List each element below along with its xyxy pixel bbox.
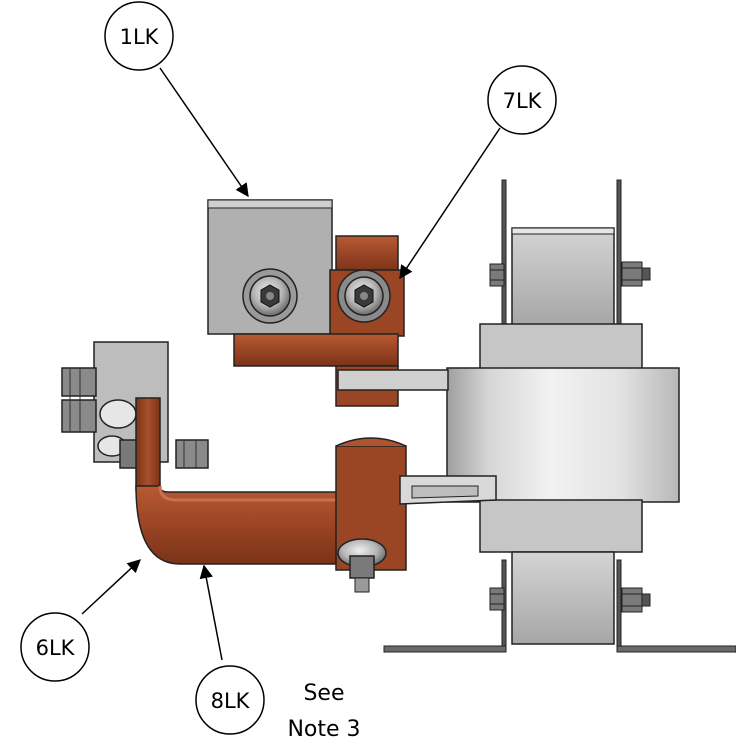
- callout-7lk: 7LK: [487, 65, 557, 135]
- hex-nut-icon: [337, 538, 387, 593]
- lower-left-nut-icon: [489, 587, 505, 611]
- note-line-2: Note 3: [287, 717, 360, 742]
- copper-bus-bar-8lk: [135, 397, 497, 593]
- callout-label-7lk: 7LK: [503, 89, 543, 113]
- copper-connector-7lk: [233, 235, 449, 407]
- callout-label-8lk: 8LK: [211, 689, 251, 713]
- callout-8lk: 8LK: [195, 665, 265, 735]
- lower-right-nut-icon: [621, 587, 651, 613]
- callout-6lk: 6LK: [20, 612, 90, 682]
- callout-label-6lk: 6LK: [36, 636, 76, 660]
- callout-1lk: 1LK: [104, 1, 174, 71]
- note-reference: See Note 3: [287, 681, 360, 742]
- upper-right-nut-icon: [621, 261, 651, 287]
- note-line-1: See: [303, 681, 344, 706]
- upper-left-nut-icon: [489, 263, 505, 287]
- mechanical-lug-6lk: [61, 341, 209, 469]
- socket-screw-icon: [242, 268, 298, 324]
- leader-lines: [81, 67, 501, 661]
- terminal-block-1lk: [207, 199, 333, 335]
- socket-screw-icon: [337, 269, 391, 323]
- callout-label-1lk: 1LK: [120, 25, 160, 49]
- current-transformer-assembly: [383, 179, 736, 653]
